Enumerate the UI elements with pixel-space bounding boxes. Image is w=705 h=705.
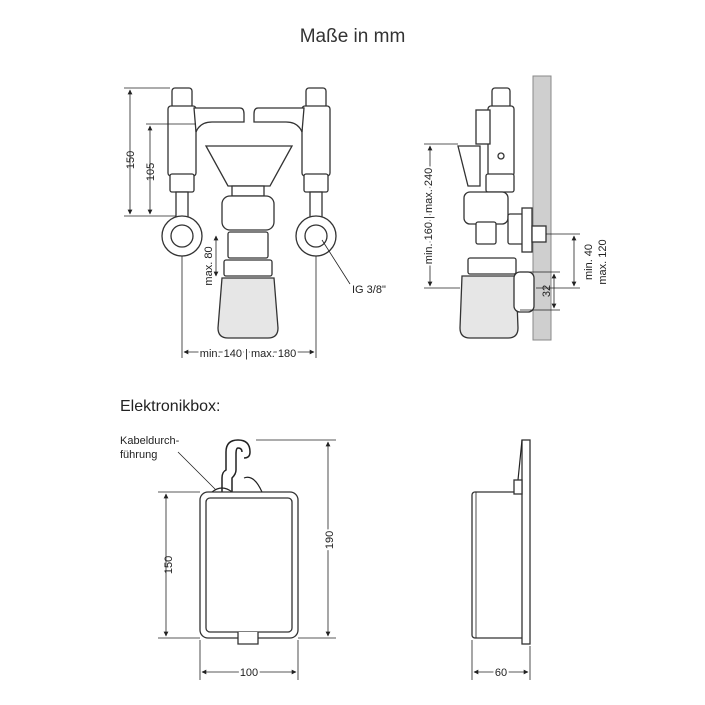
box-front-view: [177, 439, 299, 645]
cable-label-line1: Kabeldurch-: [120, 435, 180, 447]
dim-front-width: min. 140 | max. 180: [200, 348, 296, 360]
side-view-dimensions: [424, 143, 580, 311]
front-view-dimensions: [124, 87, 317, 358]
box-side-dimensions: [471, 640, 531, 680]
dim-box-total-height: 190: [324, 531, 336, 549]
dim-side-wall-min: min. 40: [583, 244, 595, 280]
wall-section: [532, 75, 552, 341]
dim-front-height-inner: 105: [145, 163, 157, 181]
box-front-dimensions: [158, 439, 336, 680]
front-view-fitting: [161, 87, 351, 339]
dim-side-vertical: min. 160 | max. 240: [423, 168, 435, 264]
dim-box-depth: 60: [495, 667, 507, 679]
dim-front-drain: max. 80: [203, 246, 215, 285]
dim-box-inner-height: 150: [163, 556, 175, 574]
dim-front-height-total: 150: [125, 151, 137, 169]
dim-side-wall-max: max. 120: [597, 239, 609, 284]
cable-label-line2: führung: [120, 449, 157, 461]
dim-box-width: 100: [240, 667, 258, 679]
box-side-view: [471, 439, 531, 645]
dim-side-32: 32: [541, 285, 553, 297]
thread-label: IG 3/8": [352, 284, 386, 296]
page-title: Maße in mm: [299, 26, 406, 47]
section-title-electronics-box: Elektronikbox:: [120, 398, 221, 415]
side-view-fitting: [457, 75, 552, 341]
